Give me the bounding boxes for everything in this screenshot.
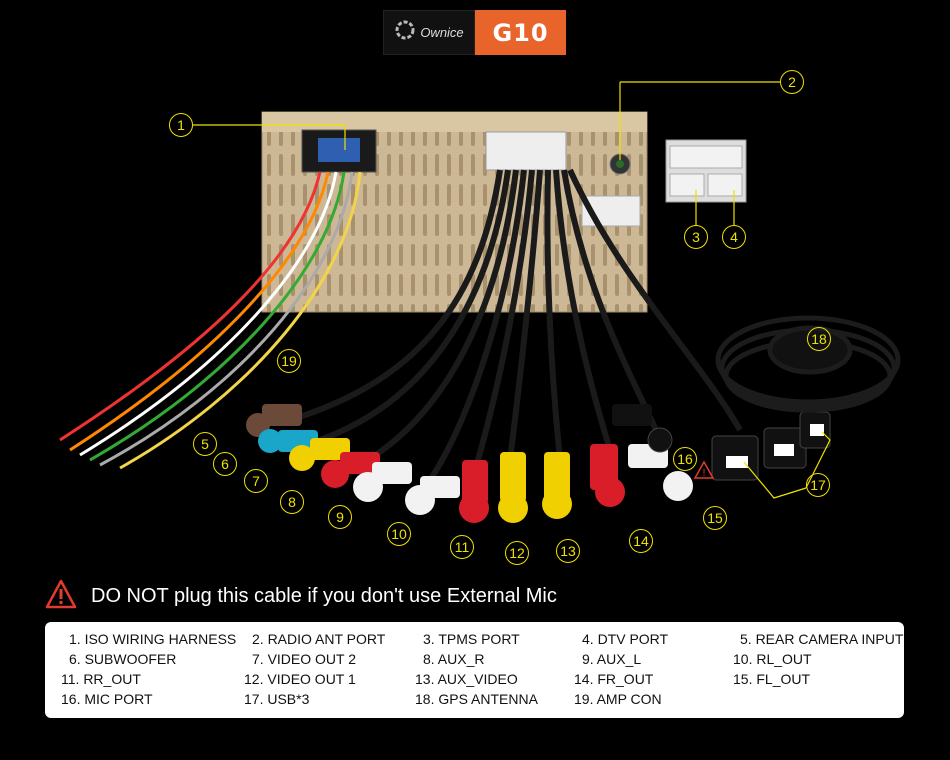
callout-15: 15	[703, 506, 727, 530]
callout-7: 7	[244, 469, 268, 493]
logo-brand-panel: Ownice	[383, 10, 475, 55]
callout-12: 12	[505, 541, 529, 565]
legend-item: 4. DTV PORT	[582, 631, 669, 647]
ring-logo-icon	[394, 19, 416, 46]
legend-item: 11. RR_OUT	[61, 671, 141, 687]
legend-item: 18. GPS ANTENNA	[415, 691, 538, 707]
tpms-dtv-connectors	[665, 139, 747, 203]
callout-11: 11	[450, 535, 474, 559]
rca-connectors	[246, 404, 693, 523]
logo-model-panel: G10	[475, 10, 566, 55]
legend-item: 13. AUX_VIDEO	[415, 671, 518, 687]
callout-16: 16	[673, 447, 697, 471]
warning-text: DO NOT plug this cable if you don't use …	[91, 584, 557, 607]
legend-item: 6. SUBWOOFER	[69, 651, 177, 667]
mic-warning: DO NOT plug this cable if you don't use …	[45, 578, 557, 614]
legend-item: 7. VIDEO OUT 2	[252, 651, 356, 667]
legend-item: 5. REAR CAMERA INPUT	[740, 631, 904, 647]
warning-triangle-icon	[45, 579, 77, 614]
usb-connectors	[711, 411, 831, 481]
legend-item: 15. FL_OUT	[733, 671, 811, 687]
callout-6: 6	[213, 452, 237, 476]
legend-item: 8. AUX_R	[423, 651, 485, 667]
legend-item: 19. AMP CON	[574, 691, 662, 707]
callout-8: 8	[280, 490, 304, 514]
legend-item: 2. RADIO ANT PORT	[252, 631, 386, 647]
svg-text:!: !	[703, 468, 706, 479]
mic-warning-icon: !	[693, 460, 715, 479]
legend-item: 1. ISO WIRING HARNESS	[69, 631, 237, 647]
brand-logo: Ownice G10	[383, 10, 566, 55]
iso-harness-wires	[59, 171, 362, 470]
callout-3: 3	[684, 225, 708, 249]
head-unit-chassis	[261, 111, 648, 313]
callout-13: 13	[556, 539, 580, 563]
callout-17: 17	[806, 473, 830, 497]
port-legend: 1. ISO WIRING HARNESS 2. RADIO ANT PORT …	[45, 622, 904, 718]
leader-lines	[193, 81, 831, 499]
legend-item: 10. RL_OUT	[733, 651, 812, 667]
wiring-diagram: !	[59, 81, 901, 523]
model-name: G10	[492, 18, 549, 47]
callout-5: 5	[193, 432, 217, 456]
callout-9: 9	[328, 505, 352, 529]
legend-item: 14. FR_OUT	[574, 671, 654, 687]
callout-14: 14	[629, 529, 653, 553]
legend-item: 3. TPMS PORT	[423, 631, 520, 647]
callout-10: 10	[387, 522, 411, 546]
callout-2: 2	[780, 70, 804, 94]
legend-item: 12. VIDEO OUT 1	[244, 671, 356, 687]
callout-19: 19	[277, 349, 301, 373]
legend-item: 16. MIC PORT	[61, 691, 153, 707]
legend-item: 9. AUX_L	[582, 651, 642, 667]
legend-item: 17. USB*3	[244, 691, 310, 707]
brand-name: Ownice	[420, 25, 464, 40]
callout-18: 18	[807, 327, 831, 351]
callout-4: 4	[722, 225, 746, 249]
callout-1: 1	[169, 113, 193, 137]
